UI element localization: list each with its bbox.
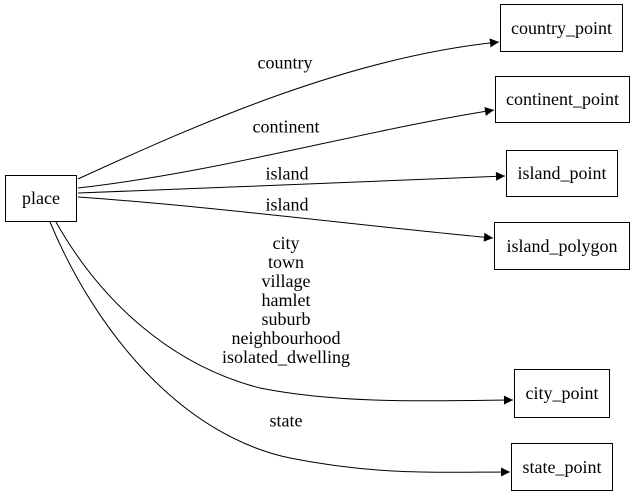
- node-state-point: state_point: [511, 443, 613, 491]
- node-island-point: island_point: [506, 150, 618, 197]
- edge-place-state-point: [49, 221, 511, 477]
- edge-place-island-polygon: [77, 196, 494, 242]
- node-city-point: city_point: [514, 369, 610, 418]
- edge-label-city-types: city town village hamlet suburb neighbou…: [222, 233, 350, 367]
- edge-label-state: state: [269, 410, 303, 431]
- node-country-point: country_point: [500, 4, 623, 52]
- edge-place-island-point: [77, 171, 506, 194]
- edge-place-country-point: [77, 38, 500, 180]
- edge-place-city-point: [55, 221, 514, 405]
- edge-label-country: country: [257, 52, 313, 73]
- edge-place-continent-point: [77, 106, 495, 189]
- node-island-polygon: island_polygon: [494, 222, 630, 270]
- node-continent-point: continent_point: [495, 76, 630, 123]
- node-place: place: [5, 175, 77, 222]
- edge-label-island-polygon: island: [265, 194, 309, 215]
- edge-label-continent: continent: [252, 116, 320, 137]
- edge-label-island-point: island: [265, 163, 309, 184]
